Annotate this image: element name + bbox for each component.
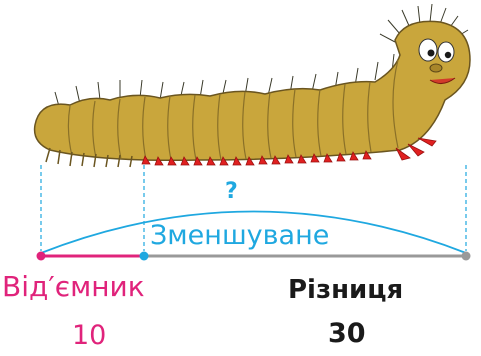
subtrahend-value: 10 [72,322,106,349]
difference-label: Різниця [288,277,403,303]
caterpillar-illustration [35,4,470,167]
end-point [462,252,471,261]
minuend-label: Зменшуване [150,222,329,249]
difference-value: 30 [328,320,366,347]
subtrahend-label: Від′ємник [2,273,145,301]
start-point [37,252,46,261]
middle-point [140,252,149,261]
question-mark: ? [225,181,238,203]
